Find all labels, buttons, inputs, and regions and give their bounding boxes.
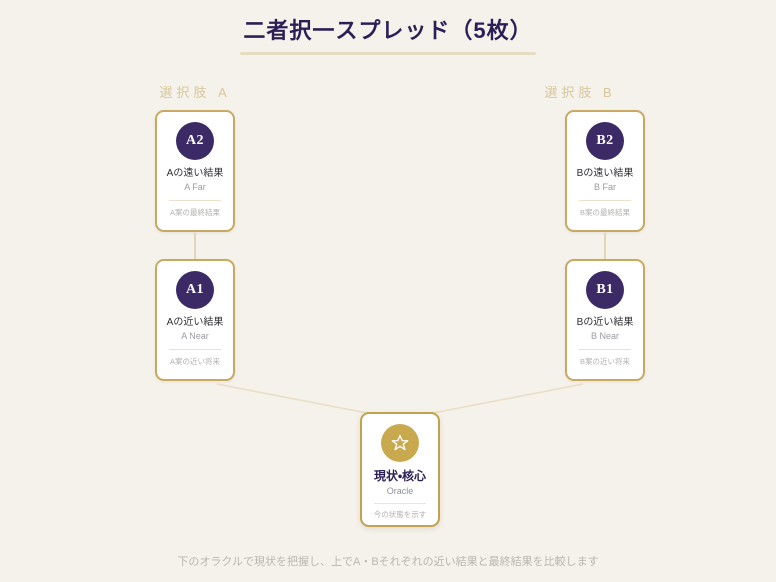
card-a1[interactable]: A1 Aの近い結果 A Near A案の近い将来	[155, 259, 235, 381]
card-subtitle-a2: A Far	[184, 182, 206, 192]
footer-description: 下のオラクルで現状を把握し、上でA・Bそれぞれの近い結果と最終結果を比較します	[177, 556, 599, 568]
star-icon	[381, 424, 419, 462]
card-subtitle-b1: B Near	[590, 331, 619, 341]
card-badge-a2: A2	[176, 122, 214, 160]
card-note-a2: A案の最終結果	[169, 208, 220, 217]
card-badge-b2: B2	[586, 122, 624, 160]
card-subtitle-a1: A Near	[181, 331, 209, 341]
card-note-a1: A案の近い将来	[169, 357, 220, 366]
card-note-b1: B案の近い将来	[579, 357, 630, 366]
card-a2[interactable]: A2 Aの遠い結果 A Far A案の最終結果	[155, 110, 235, 232]
card-title-oracle: 現状・核心	[373, 469, 427, 483]
connector-a1-to-oracle	[216, 383, 373, 415]
title-underline-divider	[240, 52, 536, 55]
card-divider-b2	[579, 200, 631, 201]
card-title-a1: Aの近い結果	[166, 317, 224, 328]
card-oracle[interactable]: 現状・核心 Oracle 今の状態を示す	[360, 412, 440, 527]
card-divider-oracle	[374, 503, 426, 504]
card-title-b2: Bの遠い結果	[576, 168, 634, 179]
card-divider-a1	[169, 349, 221, 350]
column-label-a: 選択肢 A	[159, 85, 231, 100]
card-note-oracle: 今の状態を示す	[373, 510, 427, 519]
card-divider-b1	[579, 349, 631, 350]
card-subtitle-oracle: Oracle	[386, 486, 414, 496]
card-b2[interactable]: B2 Bの遠い結果 B Far B案の最終結果	[565, 110, 645, 232]
page-title: 二者択一スプレッド（5枚）	[243, 18, 533, 43]
card-subtitle-b2: B Far	[593, 182, 616, 192]
card-b1[interactable]: B1 Bの近い結果 B Near B案の近い将来	[565, 259, 645, 381]
column-label-b: 選択肢 B	[544, 85, 616, 100]
card-badge-a1: A1	[176, 271, 214, 309]
card-badge-b1: B1	[586, 271, 624, 309]
card-note-b2: B案の最終結果	[579, 208, 630, 217]
page-header: 二者択一スプレッド（5枚）	[0, 16, 776, 55]
card-divider-a2	[169, 200, 221, 201]
card-title-b1: Bの近い結果	[576, 317, 634, 328]
connector-b1-to-oracle	[427, 383, 584, 415]
card-title-a2: Aの遠い結果	[166, 168, 224, 179]
